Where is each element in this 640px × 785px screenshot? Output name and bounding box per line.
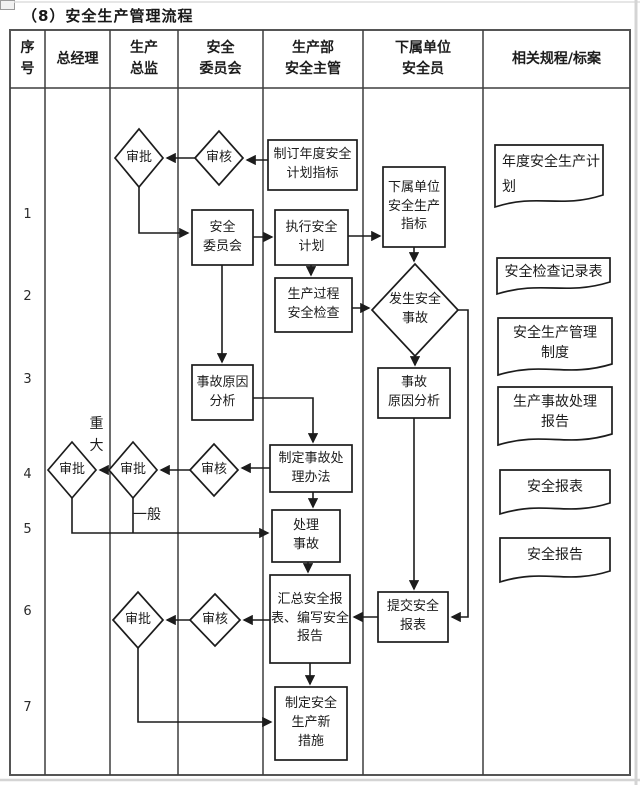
flow-boxes — [191, 139, 451, 761]
row-number-3: 3 — [23, 371, 32, 387]
diamond-review-r6 — [188, 592, 242, 648]
box-execute-plan — [274, 209, 349, 266]
node-accident-occur-label: 发生安全 事故 — [388, 292, 441, 326]
row-number-1: 1 — [23, 206, 32, 222]
doc-mgmt-system — [497, 317, 613, 377]
arrow-cause1-to-measures — [253, 397, 319, 444]
box-summary-report — [269, 574, 351, 664]
box-handle-accident — [271, 509, 341, 563]
node-approve-pd-label: 审批 — [119, 461, 146, 477]
node-review-r6-label: 审核 — [201, 611, 228, 627]
box-cause-committee — [191, 364, 254, 421]
doc-check-record — [496, 257, 611, 296]
doc-safety-form — [499, 469, 611, 516]
node-handling-measures-label: 制定事故处 理办法 — [278, 450, 344, 485]
column-header-committee: 安全 委员会 — [199, 40, 242, 77]
diamond-approve-r6 — [111, 590, 165, 650]
box-handling-measures — [269, 444, 353, 493]
doc-annual-plan — [494, 144, 604, 209]
document-accident-report-label: 生产事故处理 报告 — [513, 393, 597, 430]
node-process-check-label: 生产过程 安全检查 — [287, 287, 340, 321]
row-number-2: 2 — [23, 288, 32, 304]
node-committee-label: 安全 委员会 — [202, 219, 242, 254]
row-number-6: 6 — [23, 603, 32, 619]
document-safety-report-label: 安全报告 — [527, 546, 583, 563]
box-new-measures — [274, 686, 348, 761]
arrow-approve1-to-committee — [138, 187, 190, 239]
box-submit-report — [377, 591, 449, 643]
column-header-officer: 下属单位 安全员 — [395, 40, 451, 77]
diamond-approve-pd — [107, 440, 159, 500]
diamond-accident-occur — [370, 262, 460, 358]
column-header-supervisor: 生产部 安全主管 — [285, 40, 341, 77]
column-header-seq: 序 号 — [20, 40, 35, 77]
document-check-record-label: 安全检查记录表 — [504, 263, 603, 280]
branch-label-general: 一般 — [133, 506, 161, 523]
box-cause-sub — [377, 367, 451, 419]
box-sub-targets — [382, 166, 446, 248]
flow-diamonds — [46, 127, 460, 650]
box-committee — [191, 209, 254, 266]
node-sub-targets-label: 下属单位 安全生产 指标 — [387, 179, 440, 233]
scan-artifact — [0, 0, 15, 10]
diamond-review-r4 — [188, 442, 240, 498]
arrow-accident-to-submit — [450, 309, 469, 623]
node-review-r1-label: 审核 — [205, 149, 232, 165]
diamond-approve-gm — [46, 440, 98, 500]
flow-connectors — [71, 152, 469, 728]
node-approve-r1-label: 审批 — [125, 149, 152, 165]
node-handle-accident-label: 处理 事故 — [292, 518, 319, 552]
document-safety-form-label: 安全报表 — [527, 478, 583, 495]
row-number-5: 5 — [23, 521, 32, 537]
doc-safety-report — [499, 537, 611, 584]
node-review-r4-label: 审核 — [200, 461, 227, 477]
arrow-approvegm-to-handle — [71, 498, 270, 539]
node-approve-r6-label: 审批 — [124, 611, 151, 627]
node-new-measures-label: 制定安全 生产新 措施 — [284, 696, 337, 749]
diamond-review-r1 — [193, 129, 245, 187]
column-header-regulations: 相关规程/标案 — [511, 50, 602, 67]
node-cause-sub-label: 事故 原因分析 — [387, 375, 440, 409]
document-shapes — [494, 144, 613, 584]
column-header-gm: 总经理 — [56, 50, 99, 67]
box-plan-targets — [267, 139, 358, 191]
node-submit-report-label: 提交安全 报表 — [386, 599, 439, 633]
node-approve-gm-label: 审批 — [58, 461, 85, 477]
box-process-check — [274, 277, 353, 333]
node-cause-committee-label: 事故原因 分析 — [196, 374, 249, 409]
table-grid — [9, 29, 631, 776]
node-execute-plan-label: 执行安全 计划 — [285, 219, 338, 254]
diamond-approve-r1 — [113, 127, 165, 189]
branch-label-major: 重大 — [89, 416, 104, 454]
row-number-7: 7 — [23, 699, 32, 715]
node-plan-targets-label: 制订年度安全 计划指标 — [273, 147, 352, 181]
document-mgmt-system-label: 安全生产管理 制度 — [513, 324, 597, 361]
row-number-4: 4 — [23, 466, 32, 482]
document-annual-plan-label: 年度安全生产计 划 — [502, 154, 600, 195]
column-header-pd: 生产 总监 — [130, 40, 158, 77]
node-summary-report-label: 汇总安全报 表、编写安全 报告 — [270, 591, 349, 645]
arrow-approve6-to-newmeasures — [137, 648, 273, 728]
doc-accident-report — [497, 386, 613, 447]
page-title: （8）安全生产管理流程 — [22, 7, 194, 26]
